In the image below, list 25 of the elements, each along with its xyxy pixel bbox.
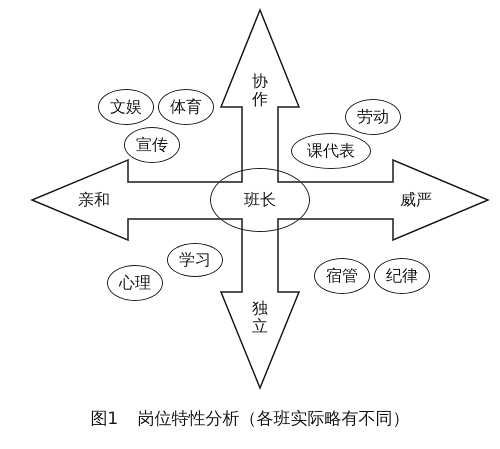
direction-label: 独立 (252, 299, 268, 335)
node-label: 劳动 (357, 109, 389, 125)
oval-node (124, 127, 180, 163)
four-way-arrow (29, 8, 491, 391)
direction-label: 威严 (400, 192, 432, 208)
direction-label: 亲和 (78, 192, 110, 208)
node-label: 班长 (244, 192, 276, 208)
oval-node (158, 89, 214, 125)
oval-node (98, 89, 154, 125)
node-label: 课代表 (307, 143, 355, 159)
node-label: 体育 (170, 99, 202, 115)
oval-node (345, 99, 401, 135)
node-label: 宿管 (326, 268, 358, 284)
oval-node (374, 258, 430, 294)
oval-node (107, 265, 163, 301)
node-label: 文娱 (110, 99, 142, 115)
oval-node (167, 243, 223, 277)
node-label: 学习 (179, 252, 211, 268)
node-label: 宣传 (136, 137, 168, 153)
figure-caption: 图1 岗位特性分析（各班实际略有不同） (90, 409, 410, 429)
direction-label: 协作 (252, 72, 268, 108)
oval-node (291, 133, 371, 169)
node-label: 纪律 (386, 268, 418, 284)
node-label: 心理 (119, 275, 151, 291)
oval-node (314, 258, 370, 294)
